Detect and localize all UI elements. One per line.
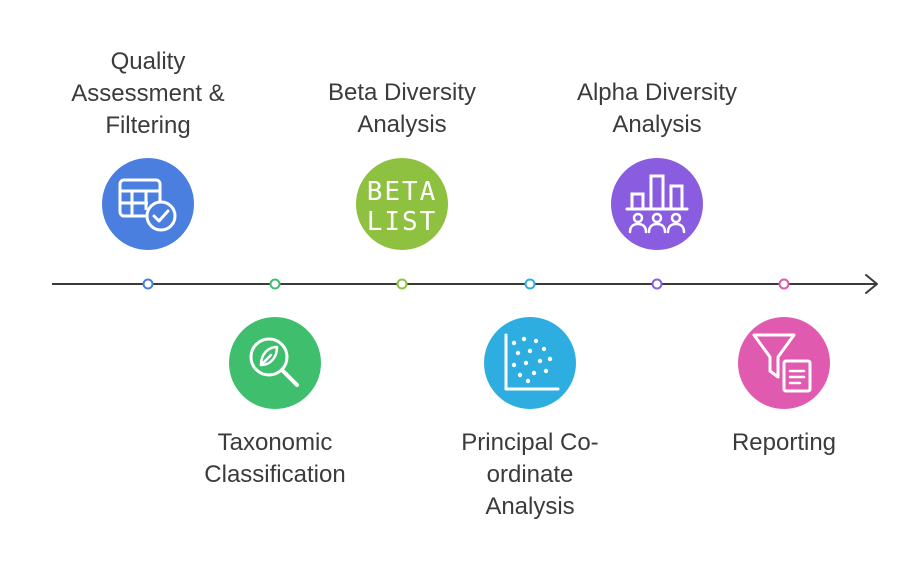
timeline-arrowhead [865,274,878,294]
step-label-taxonomic: Taxonomic Classification [204,429,346,488]
beta-icon-text: BETA [367,177,438,207]
step-label-quality: Quality Assessment & Filtering [71,48,225,139]
marker-pcoa [524,278,536,290]
list-icon-text: LIST [367,207,438,237]
step-label-reporting: Reporting [731,429,837,456]
marker-beta [396,278,408,290]
step-label-alpha: Alpha Diversity Analysis [576,79,738,138]
marker-taxonomic [269,278,281,290]
table-check-icon [102,158,194,250]
leaf-magnifier-icon [229,317,321,409]
beta-list-icon: BETA LIST [356,158,448,250]
bar-chart-people-icon [611,158,703,250]
step-label-beta: Beta Diversity Analysis [327,79,477,138]
funnel-document-icon [738,317,830,409]
marker-alpha [651,278,663,290]
marker-quality [142,278,154,290]
step-label-pcoa: Principal Co- ordinate Analysis [461,429,599,520]
scatter-plot-icon [484,317,576,409]
marker-reporting [778,278,790,290]
